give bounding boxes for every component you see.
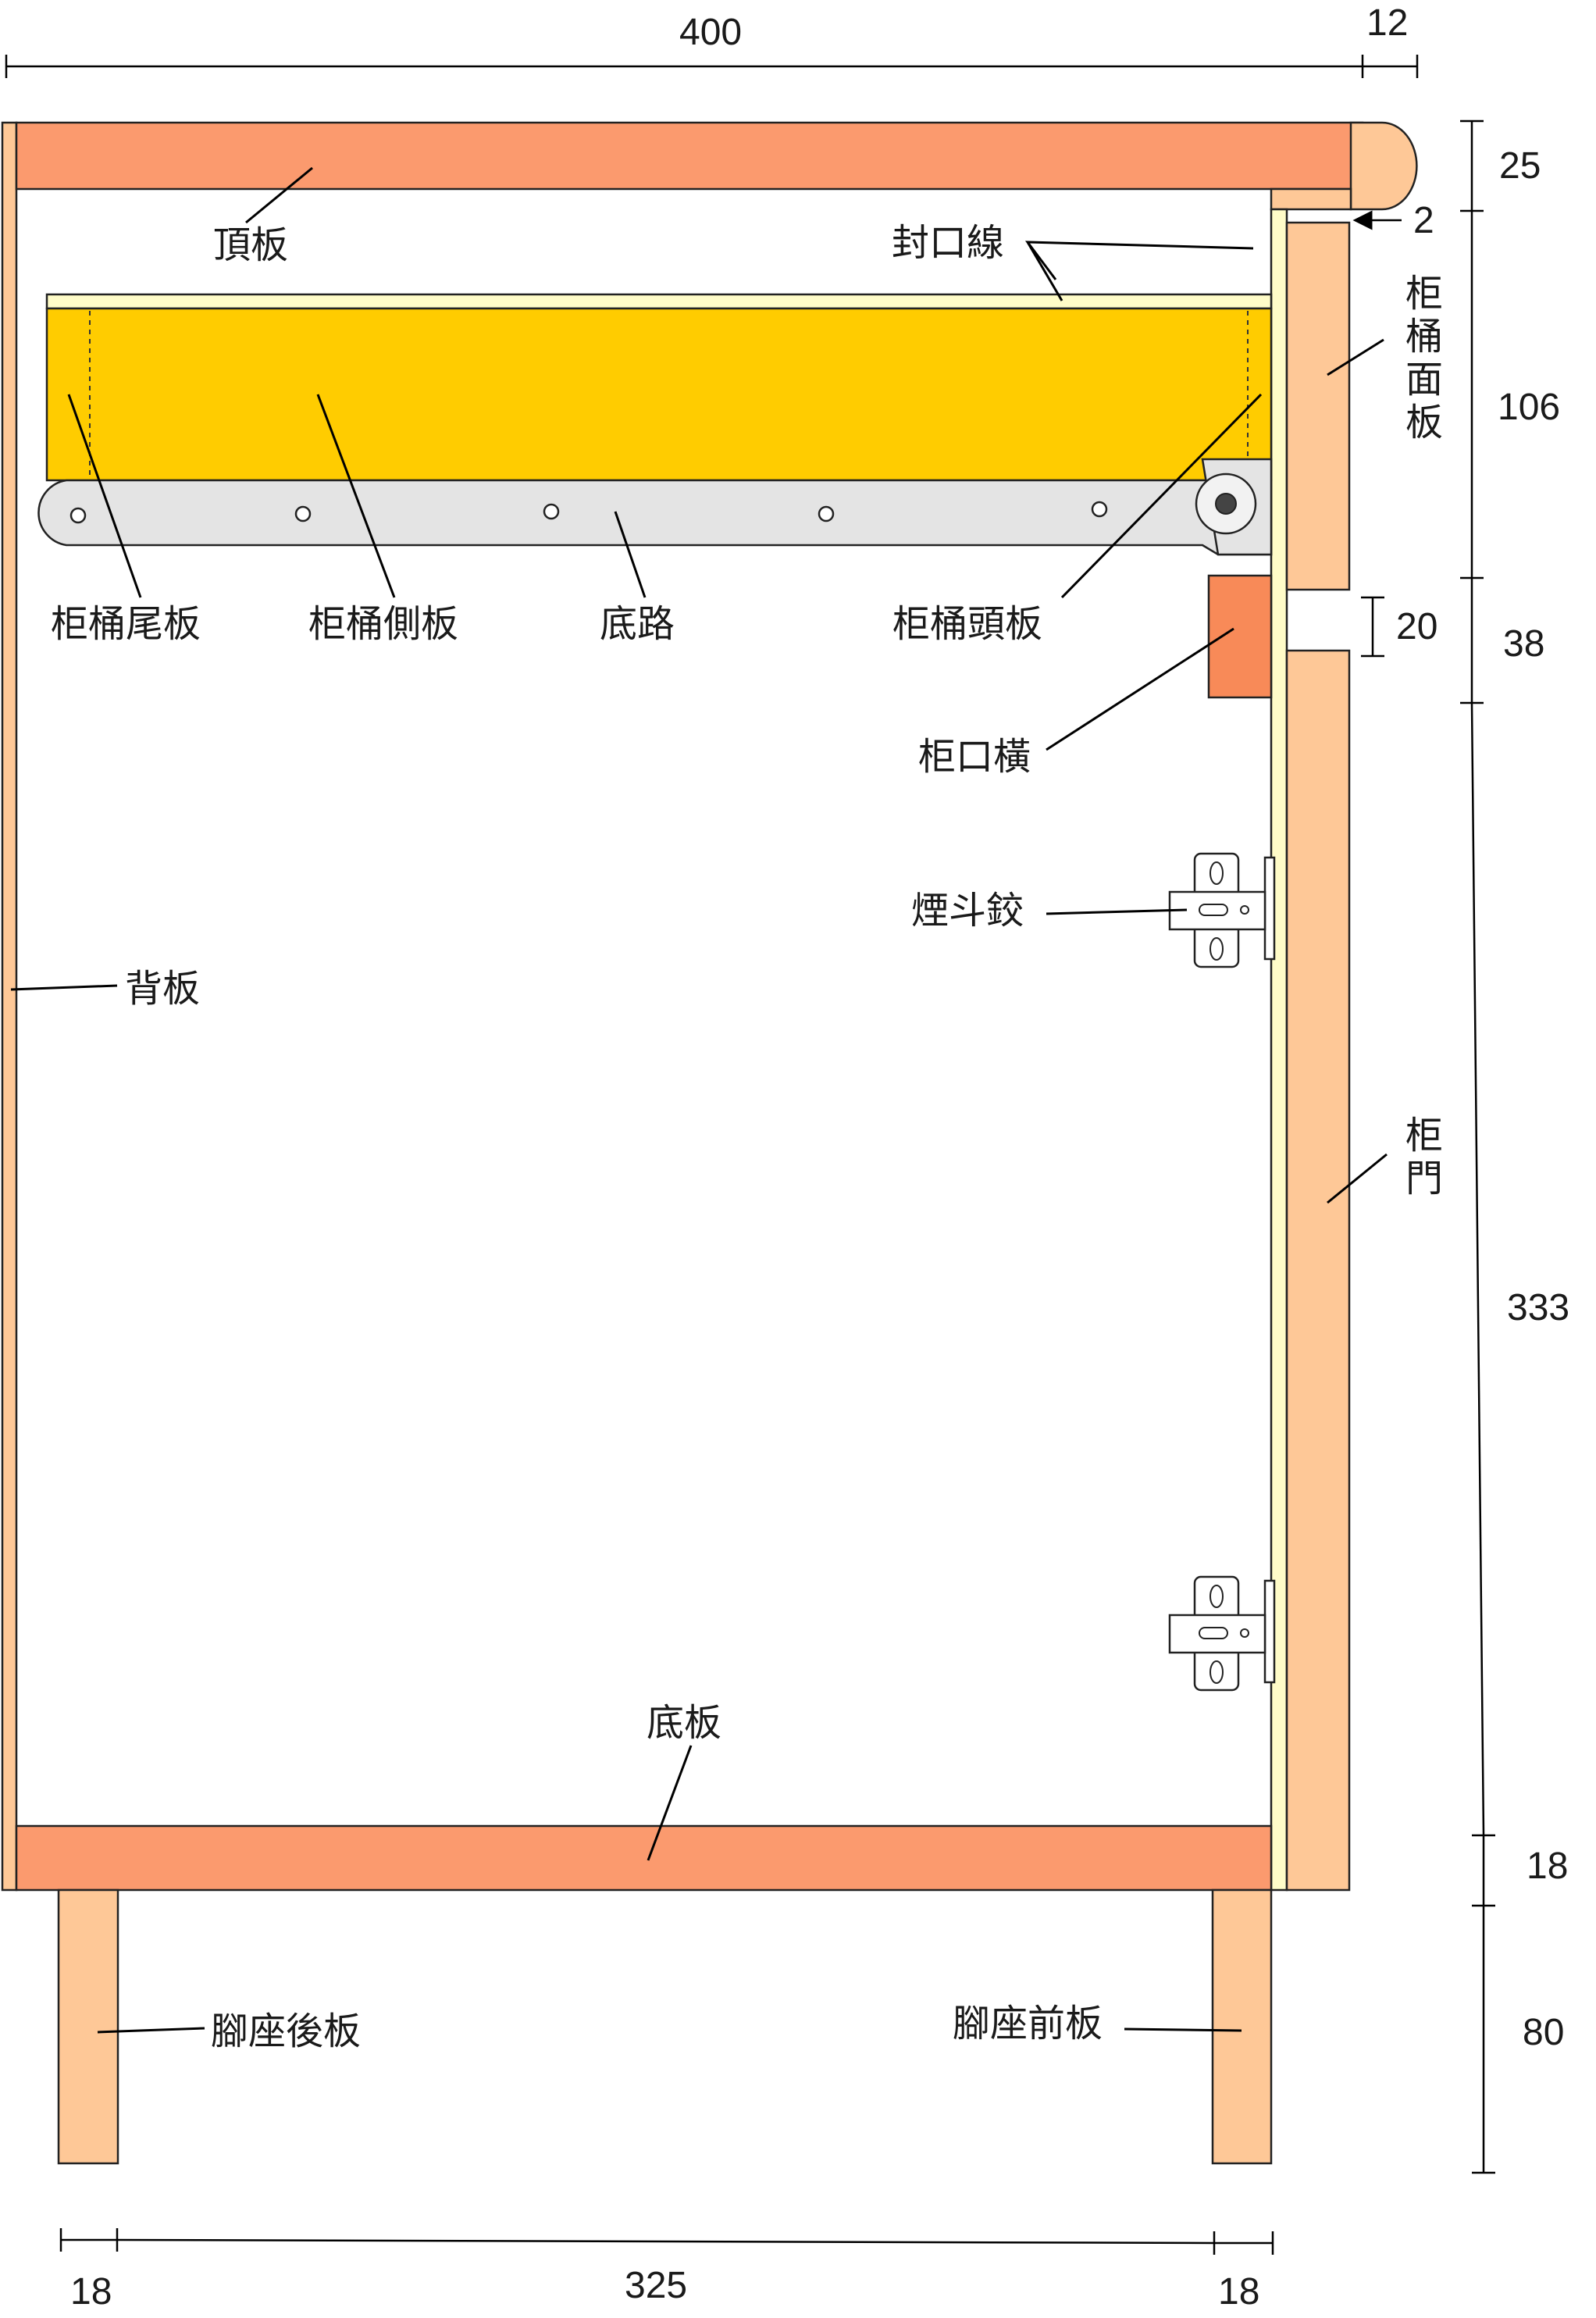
top-panel — [15, 121, 1364, 191]
label-drawer-front-3: 面 — [1405, 358, 1443, 401]
runner-hole-5 — [1091, 501, 1108, 518]
plinth-front-panel — [1211, 1888, 1273, 2165]
leader-edge-banding-2 — [1026, 241, 1063, 301]
plinth-back-panel — [57, 1888, 119, 2165]
leader-drawer-side — [316, 394, 396, 598]
dim-plinth-height: 80 — [1523, 2012, 1564, 2053]
label-hinge: 煙斗鉸 — [911, 889, 1024, 933]
dim-bottom-panel: 18 — [1527, 1845, 1568, 1887]
cross-rail — [1207, 574, 1273, 699]
dim-door-thickness: 12 — [1366, 2, 1408, 44]
leader-bottom-panel — [647, 1745, 693, 1861]
label-runner: 底路 — [600, 602, 675, 646]
drawer-box — [45, 307, 1273, 482]
label-back-panel: 背板 — [125, 967, 200, 1011]
leader-drawer-back — [67, 394, 142, 598]
runner-hole-4 — [818, 505, 835, 522]
leader-plinth-front — [1124, 2027, 1242, 2032]
dim-gap: 2 — [1413, 200, 1434, 241]
label-drawer-front-2: 桶 — [1405, 315, 1443, 358]
dimline-door-height — [1470, 702, 1485, 1836]
leader-runner — [614, 511, 647, 598]
runner-hole-2 — [294, 505, 312, 522]
hinge-upper — [1168, 852, 1276, 968]
top-panel-lip — [1270, 187, 1352, 211]
dim-plinth-left: 18 — [70, 2271, 112, 2313]
label-plinth-back: 腳座後板 — [211, 2010, 361, 2053]
leader-drawer-front — [1327, 338, 1384, 376]
runner-wheel-hub — [1215, 493, 1237, 515]
leader-top-panel — [245, 166, 313, 224]
label-drawer-back: 柜桶尾板 — [51, 602, 201, 646]
label-drawer-front-1: 柜 — [1405, 272, 1443, 316]
leader-edge-banding — [1024, 241, 1254, 280]
label-drawer-front-4: 板 — [1405, 401, 1443, 444]
bottom-panel — [15, 1824, 1273, 1892]
label-drawer-head: 柜桶頭板 — [892, 602, 1042, 646]
dim-drawer-front-height: 106 — [1498, 387, 1560, 428]
label-plinth-front: 腳座前板 — [953, 2002, 1103, 2045]
label-drawer-side: 柜桶側板 — [308, 602, 458, 646]
leader-plinth-back — [97, 2027, 205, 2034]
door-panel — [1285, 649, 1351, 1892]
drawer-front-panel — [1285, 221, 1351, 591]
label-door-2: 門 — [1405, 1157, 1443, 1200]
dim-rail-gap: 20 — [1396, 606, 1437, 647]
leader-door — [1327, 1153, 1388, 1204]
runner-hole-1 — [69, 507, 87, 524]
drawer-runner — [37, 479, 1273, 556]
label-bottom-panel: 底板 — [647, 1701, 721, 1745]
label-door-1: 柜 — [1405, 1114, 1443, 1157]
label-top-panel: 頂板 — [213, 223, 288, 267]
leader-cross-rail — [1046, 627, 1234, 751]
label-cross-rail: 柜口橫 — [918, 735, 1031, 779]
drawer-top-band — [45, 293, 1273, 310]
dim-top-panel: 25 — [1499, 145, 1541, 187]
leader-back-panel — [10, 984, 118, 991]
leader-drawer-head — [1060, 393, 1263, 599]
dim-plinth-span: 325 — [625, 2265, 687, 2306]
back-panel — [1, 121, 18, 1892]
top-panel-nose — [1349, 121, 1418, 211]
dim-door-height: 333 — [1507, 1287, 1569, 1328]
runner-hole-3 — [543, 503, 560, 520]
dim-plinth-right: 18 — [1218, 2271, 1259, 2313]
dimline-plinth-span — [116, 2238, 1215, 2245]
dim-overall-depth: 400 — [679, 12, 742, 53]
label-edge-banding: 封口線 — [892, 221, 1004, 265]
hinge-lower — [1168, 1575, 1276, 1692]
leader-hinge — [1046, 908, 1188, 915]
dim-rail-zone: 38 — [1503, 623, 1544, 665]
